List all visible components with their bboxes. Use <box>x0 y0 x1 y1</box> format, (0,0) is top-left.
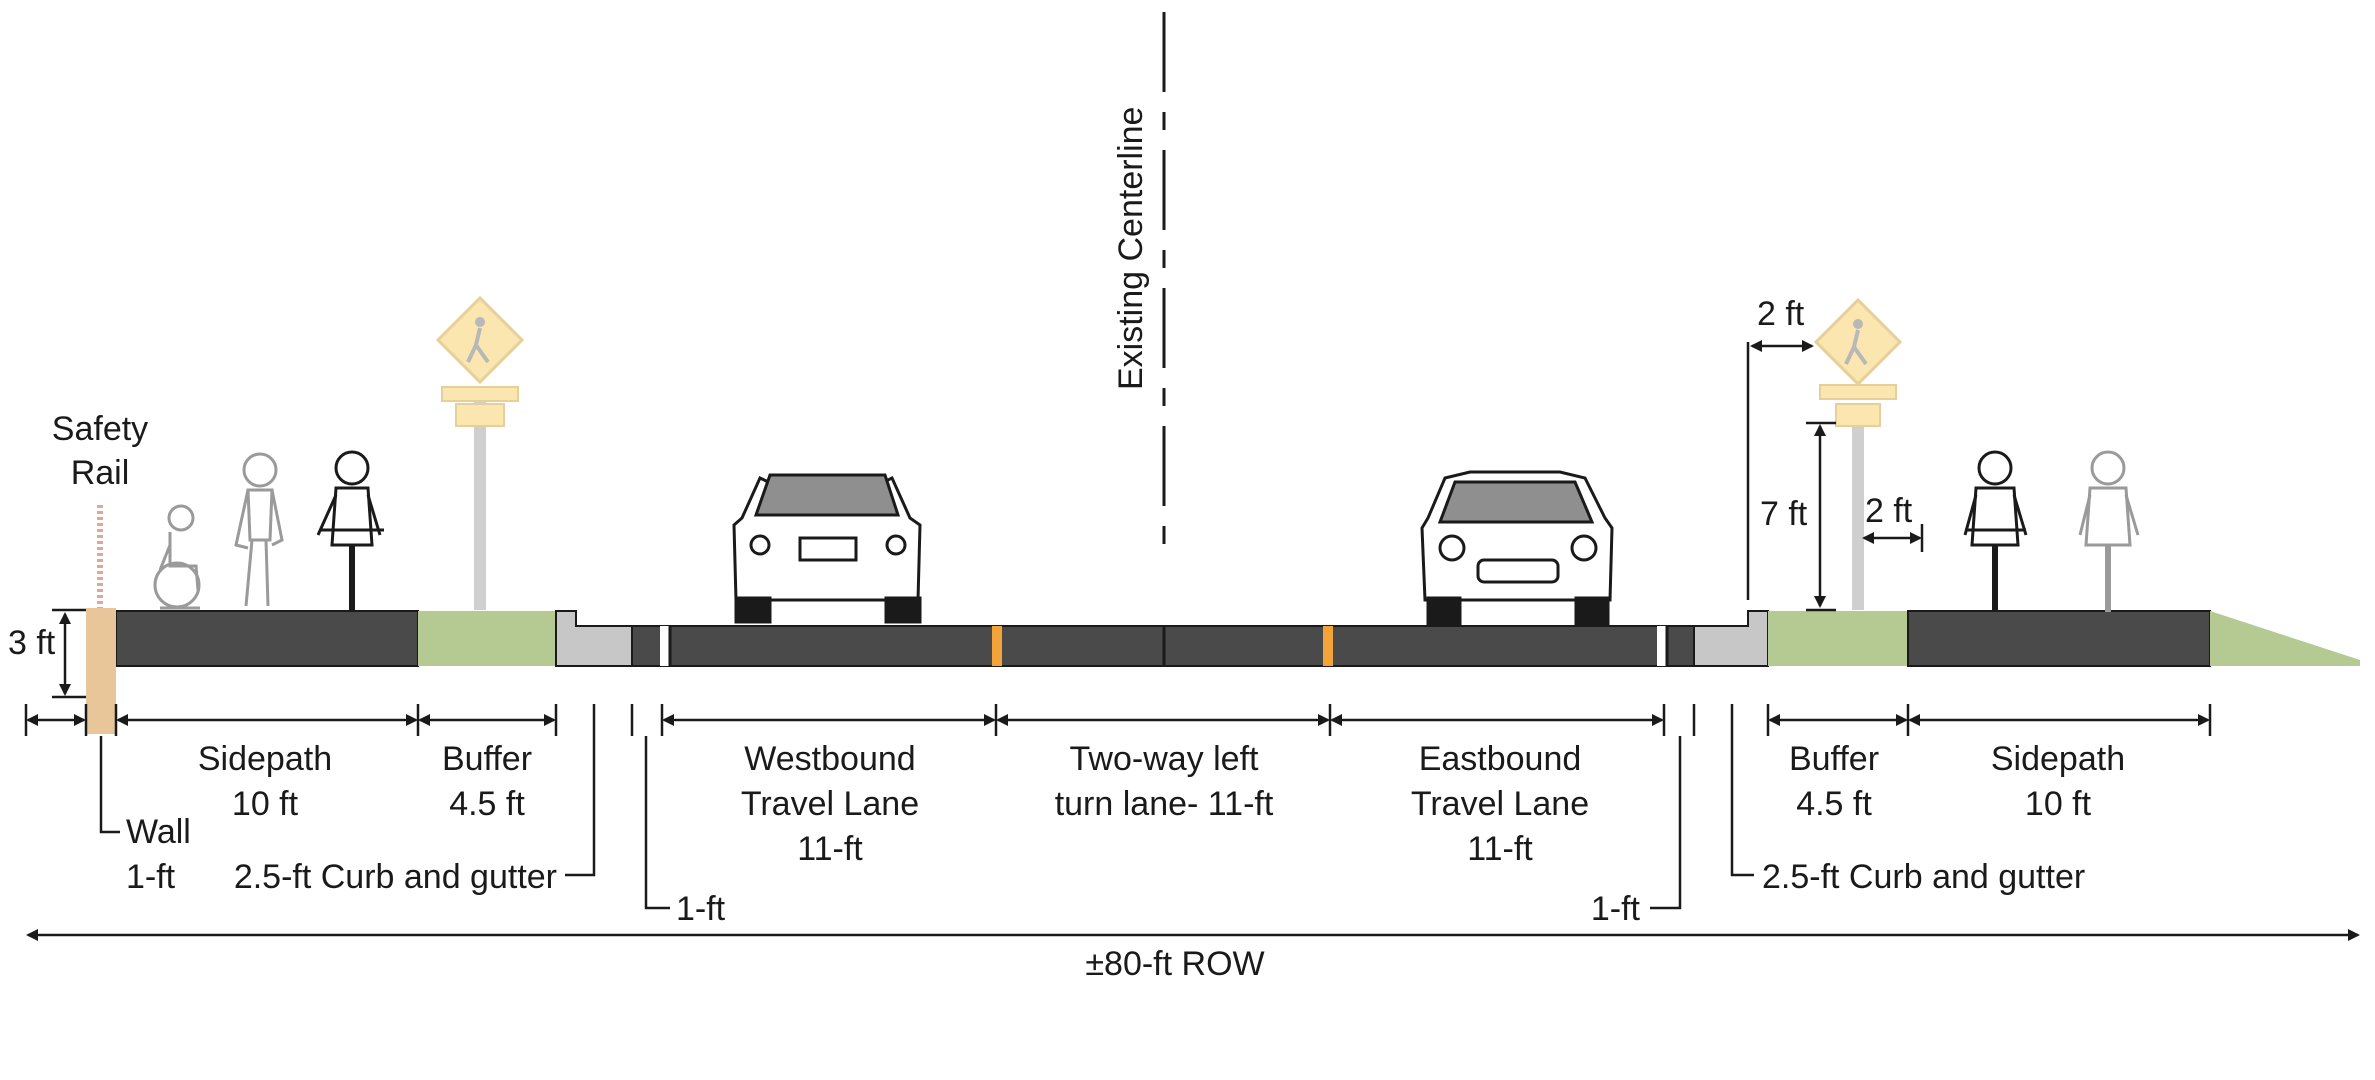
sidepath-left-surface <box>115 610 419 667</box>
edge-line-left <box>660 626 670 666</box>
sidepath-right-surface <box>1907 610 2211 667</box>
pedestrian-icon <box>234 452 284 607</box>
cyclist-icon <box>1963 450 2028 612</box>
car-rear-icon <box>732 473 922 624</box>
twltl-label-line1: Two-way left <box>1070 740 1259 778</box>
cyclist-icon <box>2078 450 2140 612</box>
buffer-right-width: 4.5 ft <box>1796 785 1872 823</box>
twltl-label-line2: turn lane- 11-ft <box>1055 785 1274 823</box>
curb-left-label: 2.5-ft Curb and gutter <box>234 858 557 896</box>
wheelchair-user-icon <box>153 504 201 610</box>
westbound-label-line2: Travel Lane <box>741 785 919 823</box>
pedestrian-crossing-sign-icon <box>435 295 525 610</box>
labels: Safety Rail 3 ft 7 ft 2 ft 2 ft Sidepath… <box>8 295 2125 983</box>
safety-rail-label-line1: Safety <box>52 410 148 448</box>
edge-line-right <box>1657 626 1667 666</box>
yellow-line-right <box>1323 626 1333 666</box>
offset-2ft-top-label: 2 ft <box>1757 295 1805 333</box>
dimension-lines <box>24 340 2360 941</box>
sidepath-right-label: Sidepath <box>1991 740 2125 778</box>
curb-left <box>555 610 633 667</box>
row-label: ±80-ft ROW <box>1085 945 1264 983</box>
car-front-icon <box>1420 470 1614 626</box>
sidepath-left-width: 10 ft <box>232 785 299 823</box>
eastbound-width: 11-ft <box>1467 830 1533 868</box>
centerline-label: Existing Centerline <box>1112 107 1150 390</box>
offset-2ft-sign-label: 2 ft <box>1865 492 1913 530</box>
buffer-left-width: 4.5 ft <box>449 785 525 823</box>
strip-right-label: 1-ft <box>1591 890 1641 928</box>
grass-slope <box>2210 611 2360 666</box>
buffer-left-label: Buffer <box>442 740 532 778</box>
surfaces <box>86 505 2360 734</box>
buffer-right-label: Buffer <box>1789 740 1879 778</box>
buffer-right-surface <box>1768 611 1908 666</box>
wall <box>86 608 116 734</box>
wall-label: Wall <box>126 813 191 851</box>
westbound-width: 11-ft <box>797 830 863 868</box>
sidepath-left-label: Sidepath <box>198 740 332 778</box>
centerline-label-group: Existing Centerline <box>1110 95 1154 400</box>
cyclist-icon <box>316 450 384 612</box>
westbound-label-line1: Westbound <box>744 740 915 778</box>
strip-left-label: 1-ft <box>676 890 726 928</box>
pedestrian-crossing-sign-icon <box>1813 297 1903 610</box>
wall-width: 1-ft <box>126 858 176 896</box>
buffer-left-surface <box>418 611 556 666</box>
curb-right <box>1693 610 1769 667</box>
height-7ft-label: 7 ft <box>1760 495 1808 533</box>
curb-right-label: 2.5-ft Curb and gutter <box>1762 858 2085 896</box>
height-3ft-label: 3 ft <box>8 624 56 662</box>
sidepath-right-width: 10 ft <box>2025 785 2092 823</box>
eastbound-label-line2: Travel Lane <box>1411 785 1589 823</box>
safety-rail-label-line2: Rail <box>71 454 130 492</box>
yellow-line-left <box>992 626 1002 666</box>
eastbound-label-line1: Eastbound <box>1419 740 1582 778</box>
